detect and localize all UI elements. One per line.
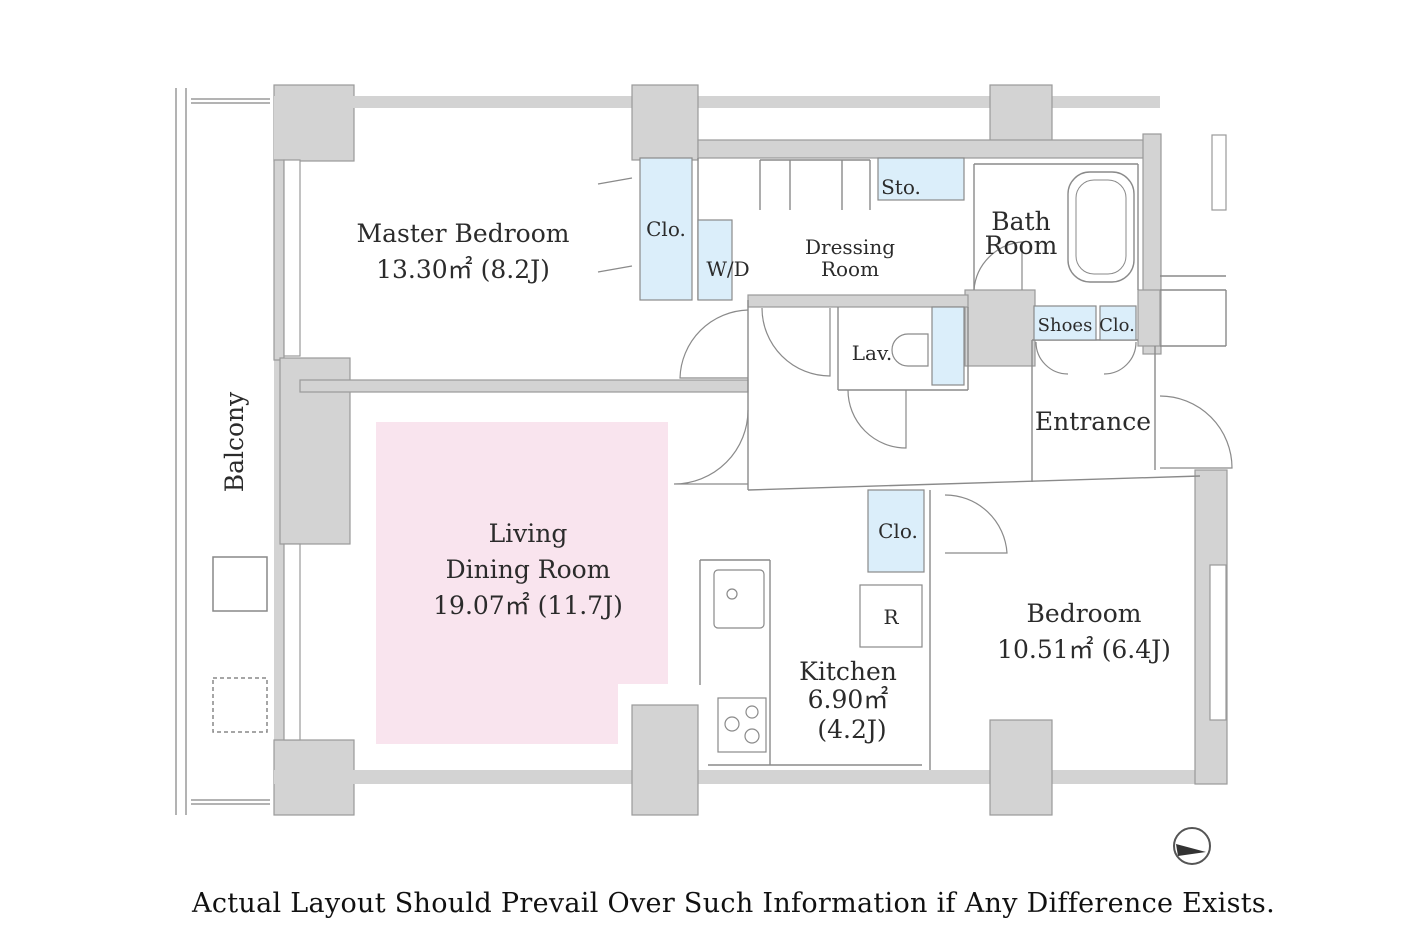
bathtub-inner	[1075, 179, 1127, 275]
closets	[639, 157, 1137, 573]
window-living	[283, 543, 301, 741]
lav-label: Lav.	[852, 341, 893, 365]
living-name-1: Living	[489, 519, 568, 548]
floor-plan: Master Bedroom 13.30㎡ (8.2J) Living Dini…	[175, 84, 1233, 865]
wall-core-right	[1137, 289, 1161, 347]
wall-top	[274, 96, 1160, 108]
room-labels: Master Bedroom 13.30㎡ (8.2J) Living Dini…	[220, 175, 1171, 744]
wall-top-center-column	[631, 84, 699, 161]
wall-left-upper	[273, 159, 285, 361]
outdoor-unit-outline	[212, 677, 268, 733]
interior-walls	[697, 158, 1227, 770]
bath-name-1: Bath	[991, 207, 1050, 236]
kitchen-fixtures	[713, 569, 767, 753]
walls	[273, 84, 1228, 816]
sink-drain	[726, 588, 738, 600]
window-entrance	[1211, 134, 1227, 211]
window-bedroom	[1209, 564, 1227, 721]
door-living	[673, 409, 749, 485]
closet-master-label: Clo.	[646, 217, 686, 241]
kitchen-name: Kitchen	[799, 657, 897, 686]
door-swings	[597, 177, 1233, 554]
wall-master-bottom	[299, 379, 749, 393]
closet-kitchen-label: Clo.	[878, 519, 918, 543]
master-bedroom-area: 13.30㎡ (8.2J)	[376, 255, 550, 284]
storage	[877, 157, 965, 201]
storage-label: Sto.	[881, 175, 921, 199]
north-arrow-icon	[1173, 827, 1211, 865]
wall-top-right-strip	[697, 139, 1161, 159]
wall-bottom-right-column	[989, 719, 1053, 816]
door-shoe-left	[1035, 341, 1069, 375]
window-master	[283, 159, 301, 357]
door-lav	[847, 389, 907, 449]
disclaimer-text: Actual Layout Should Prevail Over Such I…	[192, 888, 1275, 919]
living-area: 19.07㎡ (11.7J)	[433, 591, 623, 620]
bathtub	[1067, 171, 1135, 283]
washer-label: W/D	[706, 257, 749, 281]
shoe-cabinet	[1033, 305, 1097, 341]
closet-entrance-label: Clo.	[1099, 315, 1135, 336]
fridge-space	[859, 584, 923, 648]
master-bedroom-name: Master Bedroom	[356, 219, 569, 248]
bedroom-area: 10.51㎡ (6.4J)	[997, 635, 1171, 664]
fridge-label: R	[883, 605, 899, 629]
door-bath	[973, 241, 1023, 291]
door-bedroom	[944, 494, 1008, 554]
burner-3	[744, 728, 760, 744]
balcony-area	[175, 88, 270, 815]
kitchen-area: 6.90㎡	[808, 685, 889, 714]
dressing-name-1: Dressing	[805, 235, 895, 259]
door-master	[679, 309, 749, 379]
outdoor-unit	[212, 556, 268, 612]
kitchen-jo: (4.2J)	[817, 715, 886, 744]
windows	[283, 134, 1227, 741]
door-entrance	[1159, 395, 1233, 469]
wall-left-outer	[274, 96, 284, 796]
burner-2	[745, 705, 759, 719]
living-name-2: Dining Room	[446, 555, 611, 584]
wall-core	[964, 289, 1036, 367]
dressing-name-2: Room	[821, 257, 879, 281]
door-closet-master	[597, 177, 633, 273]
door-shoe-right	[1103, 341, 1137, 375]
toilet	[891, 333, 929, 367]
lav-sink-area	[931, 306, 965, 386]
washer-space	[697, 219, 733, 301]
door-dressing	[761, 307, 831, 377]
closet-kitchen	[867, 489, 925, 573]
bedroom-name: Bedroom	[1027, 599, 1142, 628]
shoes-label: Shoes	[1038, 315, 1093, 336]
burner-1	[724, 716, 740, 732]
balcony-label: Balcony	[220, 391, 249, 492]
entrance-label: Entrance	[1035, 407, 1151, 436]
living-highlight	[376, 422, 668, 744]
wall-bottom	[274, 770, 1226, 784]
wall-dressing-bottom	[747, 294, 969, 308]
wall-bottom-center-column	[631, 704, 699, 816]
closet-master	[639, 157, 693, 301]
bath-name-2: Room	[985, 231, 1058, 260]
kitchen-sink	[713, 569, 765, 629]
closet-entrance	[1099, 305, 1137, 341]
